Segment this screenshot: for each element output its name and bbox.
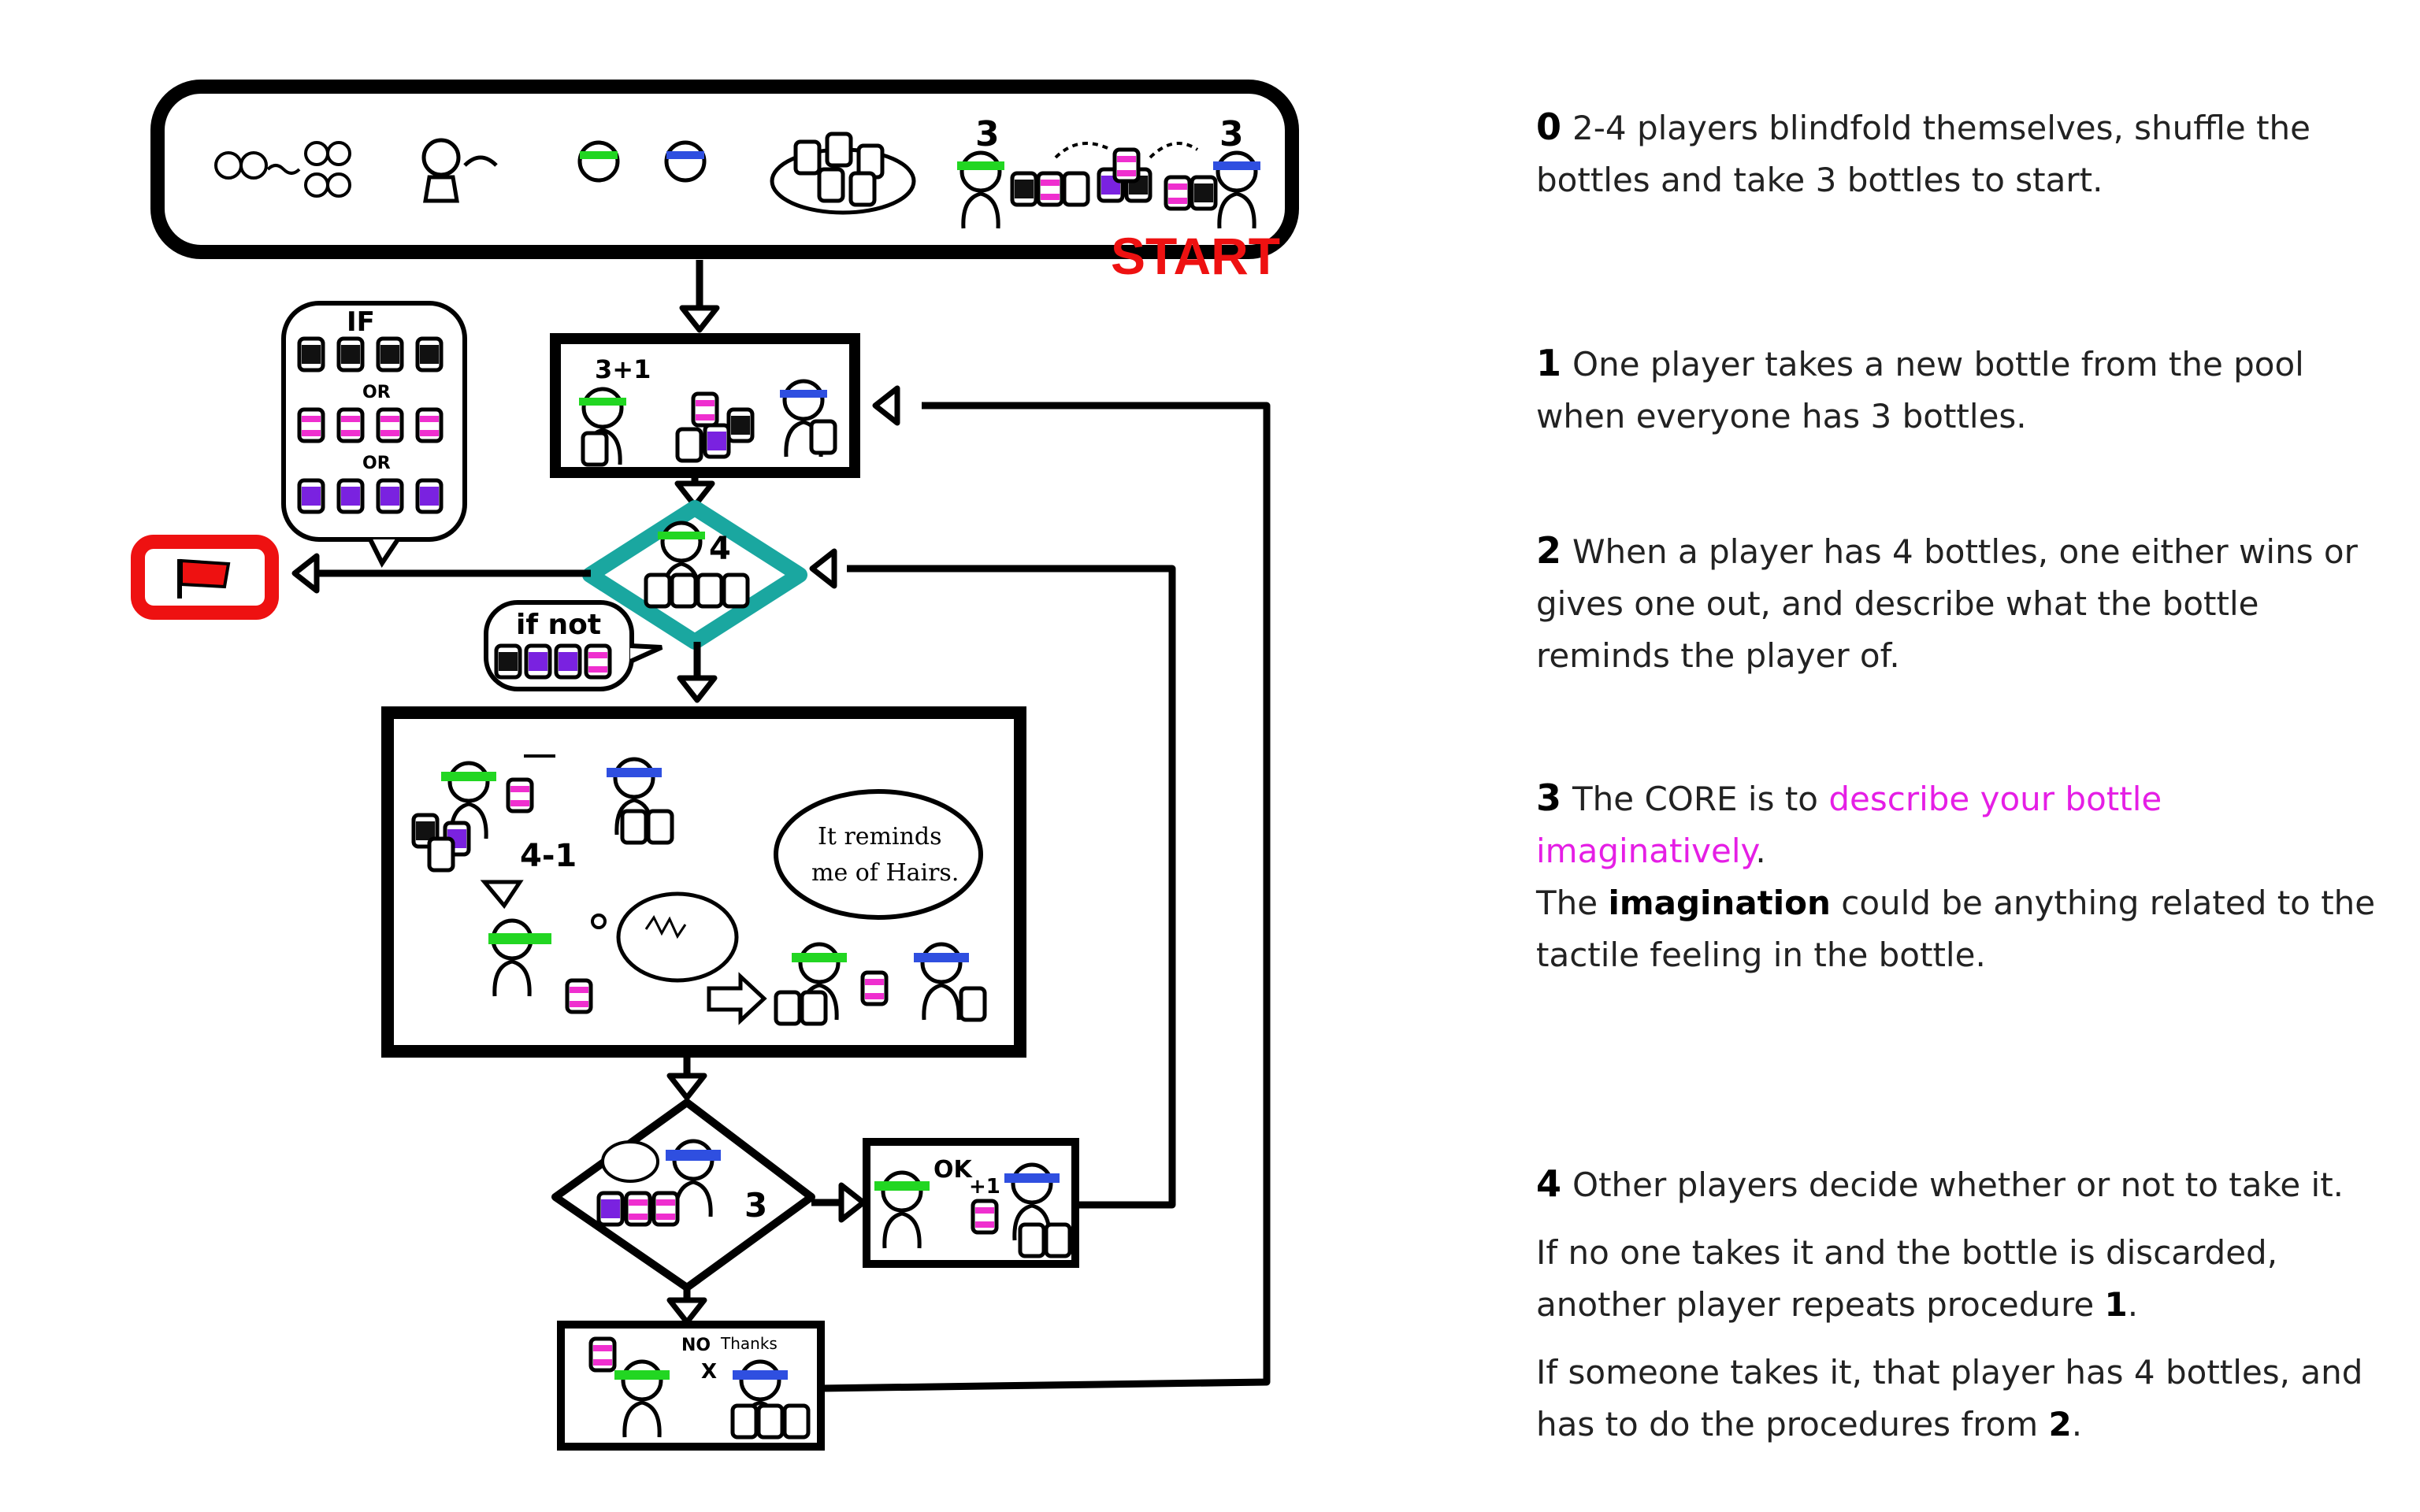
step-2-number: 2 (1536, 529, 1562, 572)
svg-text:Thanks: Thanks (720, 1334, 778, 1353)
step1-box: 3+1 (550, 333, 860, 478)
svg-text:4-1: 4-1 (520, 838, 577, 874)
take-three-bottles-icon: 3 3 (957, 114, 1260, 228)
step-0-text: 2-4 players blindfold themselves, shuffl… (1536, 109, 2311, 199)
svg-text:OR: OR (362, 383, 391, 402)
step-3-number: 3 (1536, 776, 1562, 819)
core-box: 4-1 It reminds me of Hairs. (381, 706, 1026, 1058)
svg-text:IF: IF (347, 306, 375, 338)
step-3-text-post: . (1755, 832, 1766, 870)
step-1-text: One player takes a new bottle from the p… (1536, 345, 2304, 435)
svg-text:NO: NO (681, 1336, 711, 1355)
svg-text:3: 3 (975, 114, 1000, 154)
svg-text:3: 3 (1219, 114, 1244, 154)
speech-bubble: It reminds me of Hairs. (774, 789, 983, 920)
step-3-text-pre: The CORE is to (1572, 780, 1829, 818)
svg-text:+1: +1 (969, 1175, 1000, 1199)
if-not-bubble: if not (484, 600, 663, 691)
svg-text:OK: OK (933, 1156, 974, 1184)
players-group-icon (214, 141, 351, 198)
step-4-p2-post: . (2127, 1285, 2139, 1324)
no-thanks-box: NO Thanks X (557, 1321, 825, 1451)
ok-take-box: OK +1 (863, 1138, 1079, 1268)
step-4-number: 4 (1536, 1162, 1562, 1205)
svg-text:3: 3 (744, 1186, 767, 1225)
person-with-blindfold-icon (421, 138, 498, 203)
shuffle-bottles-icon (770, 134, 916, 215)
step-4-p3-bold: 2 (2048, 1405, 2072, 1443)
step-2-text: When a player has 4 bottles, one either … (1536, 532, 2358, 675)
step-4-p3-post: . (2071, 1405, 2083, 1443)
flowchart-diagram: 3 3 START 3+1 (131, 80, 1299, 1451)
svg-text:if not: if not (516, 609, 601, 641)
step-0-number: 0 (1536, 106, 1562, 148)
win-condition-bubble: IF OR OR (281, 301, 467, 568)
step-3-highlight: describe your bottle imaginatively (1536, 780, 2162, 870)
svg-text:4: 4 (709, 531, 731, 567)
step-4-para-3: If someone takes it, that player has 4 b… (1536, 1347, 2387, 1451)
step-4-para-2: If no one takes it and the bottle is dis… (1536, 1227, 2387, 1331)
step-3-line2-pre: The (1536, 884, 1609, 922)
start-box: 3 3 (150, 80, 1299, 259)
step-3-line2-post: could be anything related to the tactile… (1536, 884, 2376, 974)
step-3-description: 3 The CORE is to describe your bottle ima… (1536, 772, 2387, 981)
win-flag-icon (131, 535, 279, 620)
step-4-text: Other players decide whether or not to t… (1572, 1166, 2344, 1204)
step-4-p2-pre: If no one takes it and the bottle is dis… (1536, 1233, 2278, 1324)
svg-text:X: X (701, 1360, 717, 1384)
decision-diamond-three: 3 (551, 1099, 815, 1292)
step-1-number: 1 (1536, 342, 1562, 384)
start-label: START (1111, 227, 1280, 285)
step-4-p2-bold: 1 (2104, 1285, 2128, 1324)
step-4-p3-pre: If someone takes it, that player has 4 b… (1536, 1353, 2363, 1443)
svg-text:me of Hairs.: me of Hairs. (811, 859, 959, 887)
svg-text:OR: OR (362, 454, 391, 473)
svg-text:3+1: 3+1 (595, 354, 651, 384)
blindfold-players-icon (577, 140, 707, 183)
svg-text:It reminds: It reminds (818, 823, 942, 850)
step-4-description: 4 Other players decide whether or not to … (1536, 1158, 2387, 1466)
step-4-para-1: 4 Other players decide whether or not to … (1536, 1158, 2387, 1211)
step-3-line2-bold: imagination (1608, 884, 1831, 922)
